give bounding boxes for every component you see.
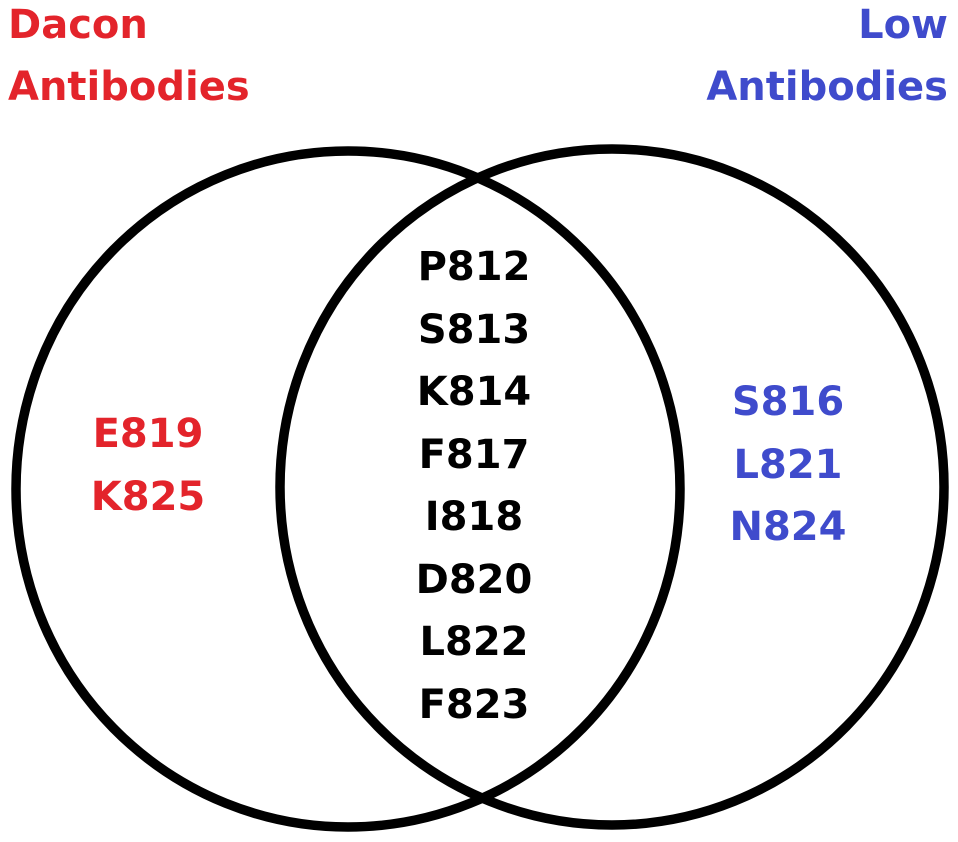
residue-label: S813 (417, 306, 531, 353)
residue-label: L821 (733, 441, 843, 488)
residue-label: N824 (729, 504, 847, 550)
residue-label: S816 (731, 379, 845, 425)
residue-label: L822 (419, 619, 529, 665)
low-title-line2: Antibodies (706, 64, 948, 110)
dacon-title-line2: Antibodies (8, 64, 250, 110)
residue-label: F817 (418, 431, 530, 478)
residue-label: F823 (418, 681, 530, 728)
low-antibodies-title: Low Antibodies (706, 0, 948, 118)
dacon-circle (11, 146, 685, 832)
dacon-only-list: E819 K825 (88, 403, 208, 528)
low-title-line1: Low (858, 2, 948, 48)
dacon-antibodies-title: Dacon Antibodies (8, 0, 250, 118)
residue-label: K814 (416, 369, 532, 415)
residue-label: P812 (417, 244, 531, 290)
residue-label: E819 (92, 411, 204, 457)
residue-label: I818 (424, 494, 524, 540)
residue-label: K825 (90, 473, 206, 520)
shared-list: P812 S813 K814 F817 I818 D820 L822 F823 (404, 236, 544, 736)
low-circle (275, 144, 949, 830)
dacon-title-line1: Dacon (8, 2, 148, 48)
residue-label: D820 (415, 556, 533, 603)
low-only-list: S816 L821 N824 (718, 371, 858, 559)
